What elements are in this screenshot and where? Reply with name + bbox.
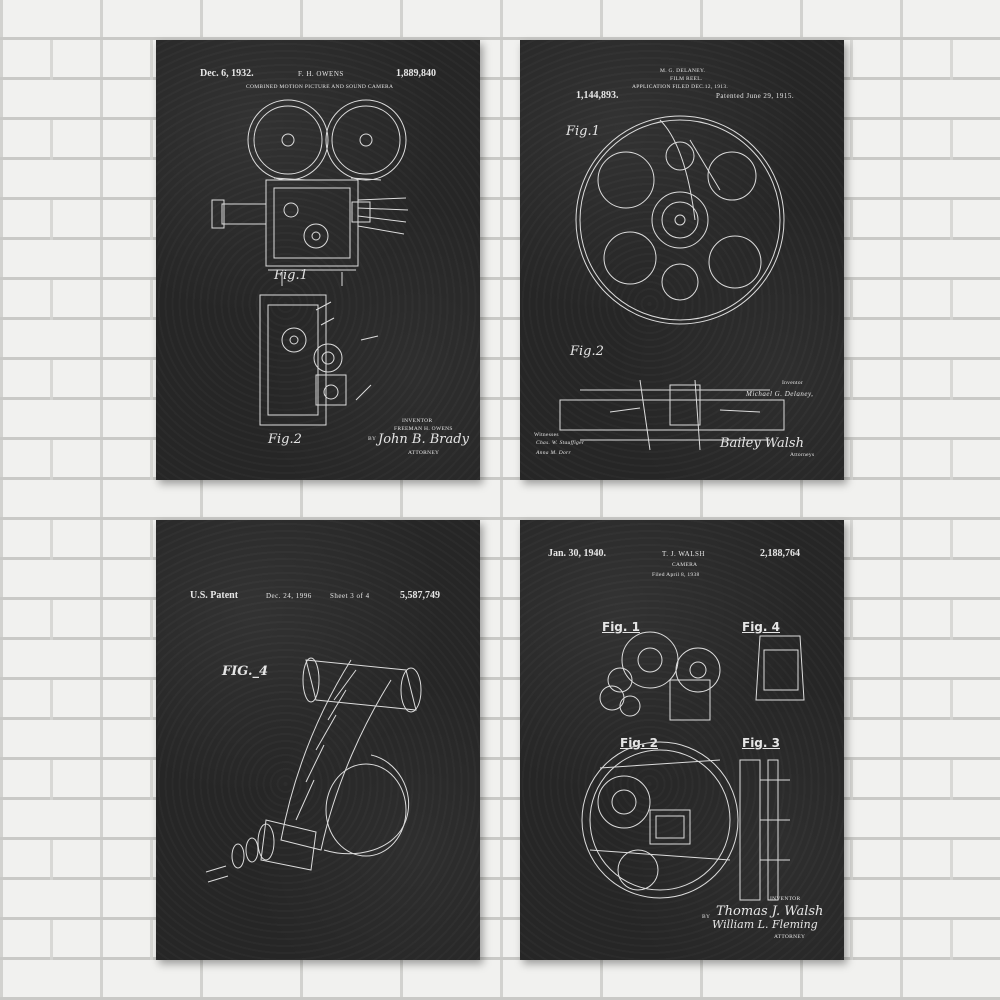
- poster-film-roll-patent: U.S. Patent Dec. 24, 1996 Sheet 3 of 4 5…: [156, 520, 480, 960]
- camera-parts-drawing: [520, 520, 844, 960]
- figure-3-label: Fig. 3: [742, 736, 780, 750]
- film-roll-drawing: [156, 520, 480, 960]
- poster-delaney-film-reel-patent: M. G. DELANEY. FILM REEL. APPLICATION FI…: [520, 40, 844, 480]
- figure-2-label: Fig.2: [268, 432, 302, 447]
- camera-drawing: [156, 40, 480, 480]
- attorney-label: ATTORNEY: [408, 450, 440, 456]
- patent-inventor: M. G. DELANEY.: [660, 68, 706, 74]
- inventor-signature: Thomas J. Walsh: [716, 904, 824, 919]
- patent-inventor: F. H. OWENS: [298, 70, 344, 78]
- figure-1-label: Fig.1: [274, 268, 308, 283]
- witness-2: Anna M. Dorr: [536, 450, 571, 456]
- inventor-label: Inventor: [782, 380, 804, 386]
- patent-header: U.S. Patent: [190, 590, 239, 601]
- by-label: BY: [368, 436, 377, 442]
- patented-date: Patented June 29, 1915.: [716, 92, 795, 100]
- attorney-signature: William L. Fleming: [712, 918, 818, 931]
- filed-date: Filed April 8, 1938: [652, 572, 700, 578]
- attorney-signature: Bailey Walsh: [720, 436, 804, 451]
- patent-date: Dec. 6, 1932.: [200, 68, 254, 79]
- figure-4-label: Fig. 4: [742, 620, 780, 634]
- attorney-label: ATTORNEY: [774, 934, 806, 940]
- patent-inventor: T. J. WALSH: [662, 550, 705, 558]
- film-reel-drawing: [520, 40, 844, 480]
- patent-date: Dec. 24, 1996: [266, 592, 312, 600]
- attorney-label: Attorneys: [790, 452, 815, 458]
- figure-1-label: Fig.1: [566, 124, 600, 139]
- inventor-name: FREEMAN H. OWENS: [394, 426, 453, 432]
- inventor-name: Michael G. Delaney,: [746, 390, 814, 398]
- figure-2-label: Fig.2: [570, 344, 604, 359]
- witnesses-label: Witnesses: [534, 432, 559, 438]
- patent-date: Jan. 30, 1940.: [548, 548, 607, 559]
- patent-title: COMBINED MOTION PICTURE AND SOUND CAMERA: [246, 84, 394, 90]
- patent-number: 1,144,893.: [576, 90, 619, 101]
- poster-walsh-camera-patent: Jan. 30, 1940. T. J. WALSH 2,188,764 CAM…: [520, 520, 844, 960]
- poster-owens-camera-patent: Dec. 6, 1932. F. H. OWENS 1,889,840 COMB…: [156, 40, 480, 480]
- patent-number: 2,188,764: [760, 548, 800, 559]
- inventor-label: INVENTOR: [770, 896, 801, 902]
- figure-1-label: Fig. 1: [602, 620, 640, 634]
- patent-title: FILM REEL.: [670, 76, 703, 82]
- by-label: BY: [702, 914, 711, 920]
- patent-number: 1,889,840: [396, 68, 436, 79]
- witness-1: Chas. W. Stauffiger: [536, 440, 585, 446]
- inventor-label: INVENTOR: [402, 418, 433, 424]
- patent-title: CAMERA: [672, 562, 698, 568]
- patent-sheet: Sheet 3 of 4: [330, 592, 370, 600]
- application-date: APPLICATION FILED DEC.12, 1913.: [632, 84, 729, 90]
- figure-2-label: Fig. 2: [620, 736, 658, 750]
- figure-label: FIG._4: [222, 664, 269, 679]
- attorney-signature: John B. Brady: [378, 432, 469, 447]
- patent-number: 5,587,749: [400, 590, 440, 601]
